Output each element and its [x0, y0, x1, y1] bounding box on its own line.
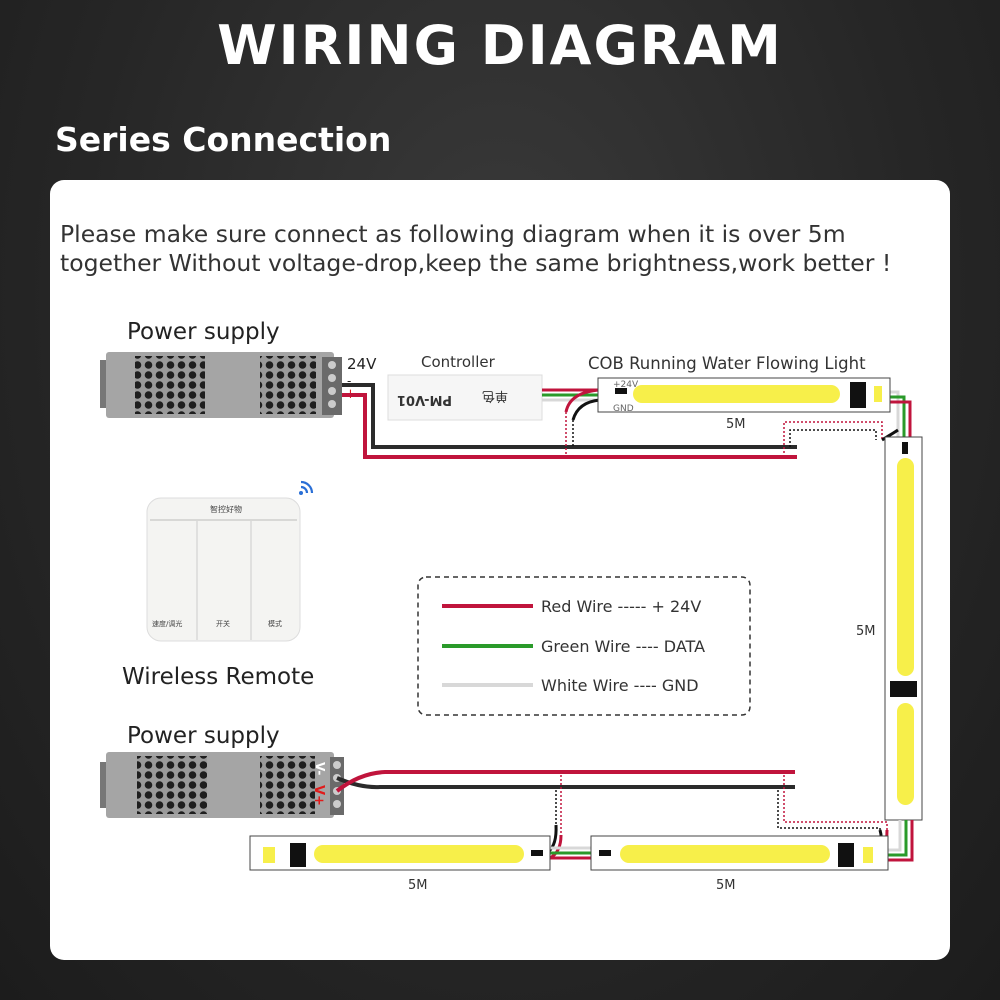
remote-button-mode[interactable]: 模式	[268, 619, 282, 628]
strip-title: COB Running Water Flowing Light	[588, 354, 866, 373]
notice-line-1: Please make sure connect as following di…	[60, 220, 846, 248]
controller-model: PM-V01	[397, 392, 452, 407]
legend-label: Red Wire ----- + 24V	[541, 597, 701, 616]
remote-brand: 智控好物	[210, 504, 242, 514]
bottom-right-strip-length: 5M	[716, 878, 736, 893]
notice-text: Please make sure connect as following di…	[60, 220, 891, 278]
legend-label: White Wire ---- GND	[541, 676, 699, 695]
strip-pad-plus: +24V	[613, 380, 639, 390]
bottom-right-strip	[590, 835, 889, 871]
top-strip	[597, 377, 891, 413]
top-wires	[342, 383, 912, 459]
bottom-ps-minus: V-	[313, 762, 327, 775]
legend-box	[417, 576, 751, 716]
controller-label: Controller	[421, 353, 496, 371]
page-title: WIRING DIAGRAM	[217, 14, 783, 77]
top-ps-voltage: 24V	[347, 355, 377, 373]
bottom-left-strip-length: 5M	[408, 878, 428, 893]
controller-mode: 单色	[482, 388, 508, 404]
controller-box	[387, 374, 543, 421]
top-ps-minus: -	[347, 374, 351, 388]
bottom-power-supply	[100, 752, 344, 818]
legend-label: Green Wire ---- DATA	[541, 637, 705, 656]
bottom-left-strip	[249, 835, 551, 871]
remote-button-speed[interactable]: 速度/调光	[152, 619, 182, 628]
strip-pad-gnd: GND	[613, 404, 634, 414]
legend: Red Wire ----- + 24V Green Wire ---- DATA…	[442, 597, 705, 695]
right-strip-length: 5M	[856, 624, 876, 639]
top-power-supply	[100, 352, 342, 418]
top-power-supply-label: Power supply	[127, 319, 280, 345]
remote-button-power[interactable]: 开关	[216, 619, 230, 628]
remote-label: Wireless Remote	[122, 664, 314, 690]
wifi-icon	[299, 480, 314, 495]
right-strip	[884, 436, 923, 821]
section-title: Series Connection	[55, 120, 392, 159]
top-strip-length: 5M	[726, 417, 746, 432]
bottom-ps-plus: V+	[311, 785, 326, 806]
wireless-remote: 智控好物 速度/调光 开关 模式	[146, 497, 301, 642]
bottom-power-supply-label: Power supply	[127, 723, 280, 749]
notice-line-2: together Without voltage-drop,keep the s…	[60, 249, 892, 277]
